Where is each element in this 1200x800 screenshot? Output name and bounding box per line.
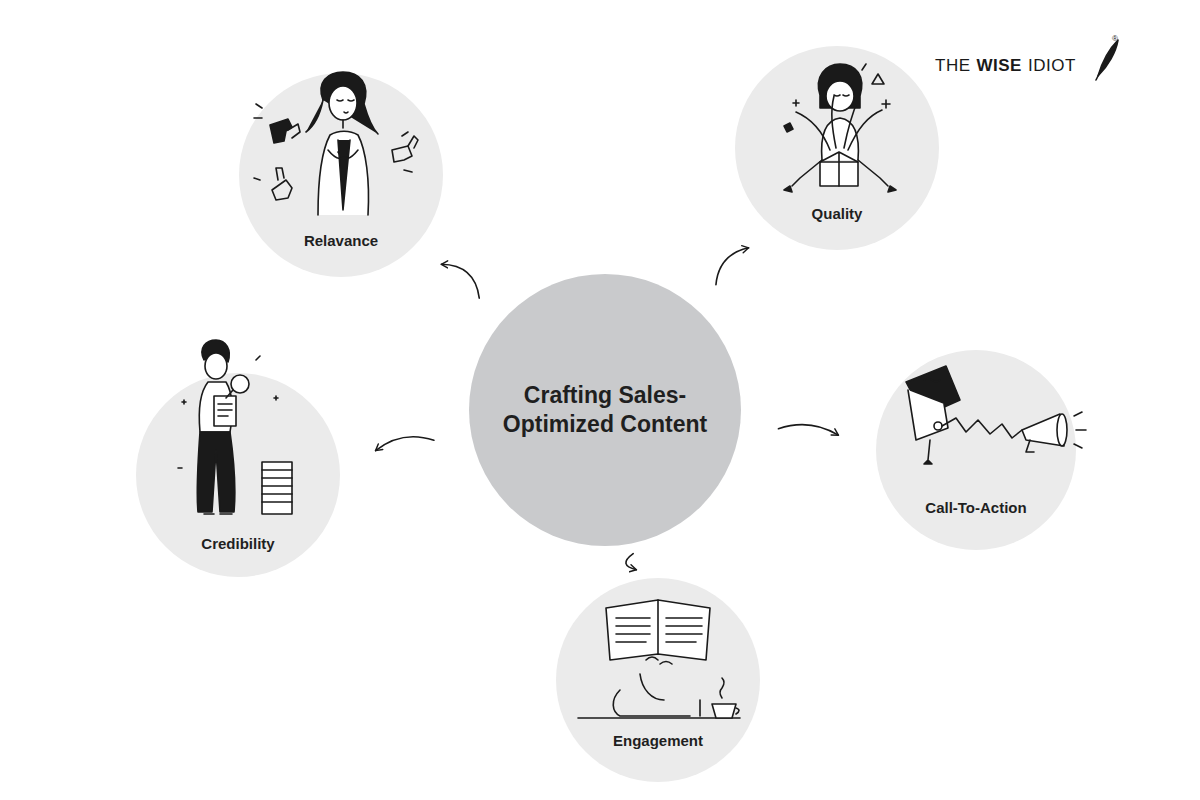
relevance-figure xyxy=(254,72,418,215)
credibility-figure xyxy=(178,340,292,514)
topic-circle: Call-To-Action xyxy=(876,350,1076,550)
topic-circle: Quality xyxy=(735,46,939,250)
topic-circle: Engagement xyxy=(556,578,760,782)
circle-fill xyxy=(556,578,760,782)
logo-text: THE xyxy=(935,56,971,76)
circle-fill xyxy=(136,373,340,577)
circle-fill xyxy=(469,274,741,546)
logo-text: IDIOT xyxy=(1028,56,1076,76)
curved-arrow xyxy=(716,248,749,285)
quality-figure xyxy=(784,64,896,192)
topic-circle: Relavance xyxy=(239,73,443,277)
topic-label: Quality xyxy=(812,205,863,224)
circle-fill xyxy=(735,46,939,250)
trademark-mark: ® xyxy=(1112,34,1118,43)
logo: THE WISE IDIOT xyxy=(935,56,1076,76)
center-title: Crafting Sales- Optimized Content xyxy=(490,381,720,439)
circle-fill xyxy=(239,73,443,277)
feather-pen xyxy=(1096,40,1118,80)
topic-label: Credibility xyxy=(201,535,274,554)
circle-shape xyxy=(876,350,1076,550)
center-circle: Crafting Sales- Optimized Content xyxy=(469,274,741,546)
call-to-action-figure xyxy=(906,366,1086,464)
curved-arrow xyxy=(778,425,838,436)
circle-fill xyxy=(876,350,1076,550)
topic-label: Call-To-Action xyxy=(925,499,1026,518)
circle-shape xyxy=(469,274,741,546)
engagement-figure xyxy=(578,600,740,718)
logo-text: WISE xyxy=(977,56,1022,76)
curved-arrow xyxy=(626,554,636,570)
topic-label: Relavance xyxy=(304,232,378,251)
circle-shape xyxy=(556,578,760,782)
topic-circle: Credibility xyxy=(136,373,340,577)
curved-arrow xyxy=(441,264,479,298)
topic-label: Engagement xyxy=(613,732,703,751)
curved-arrow xyxy=(376,437,434,451)
